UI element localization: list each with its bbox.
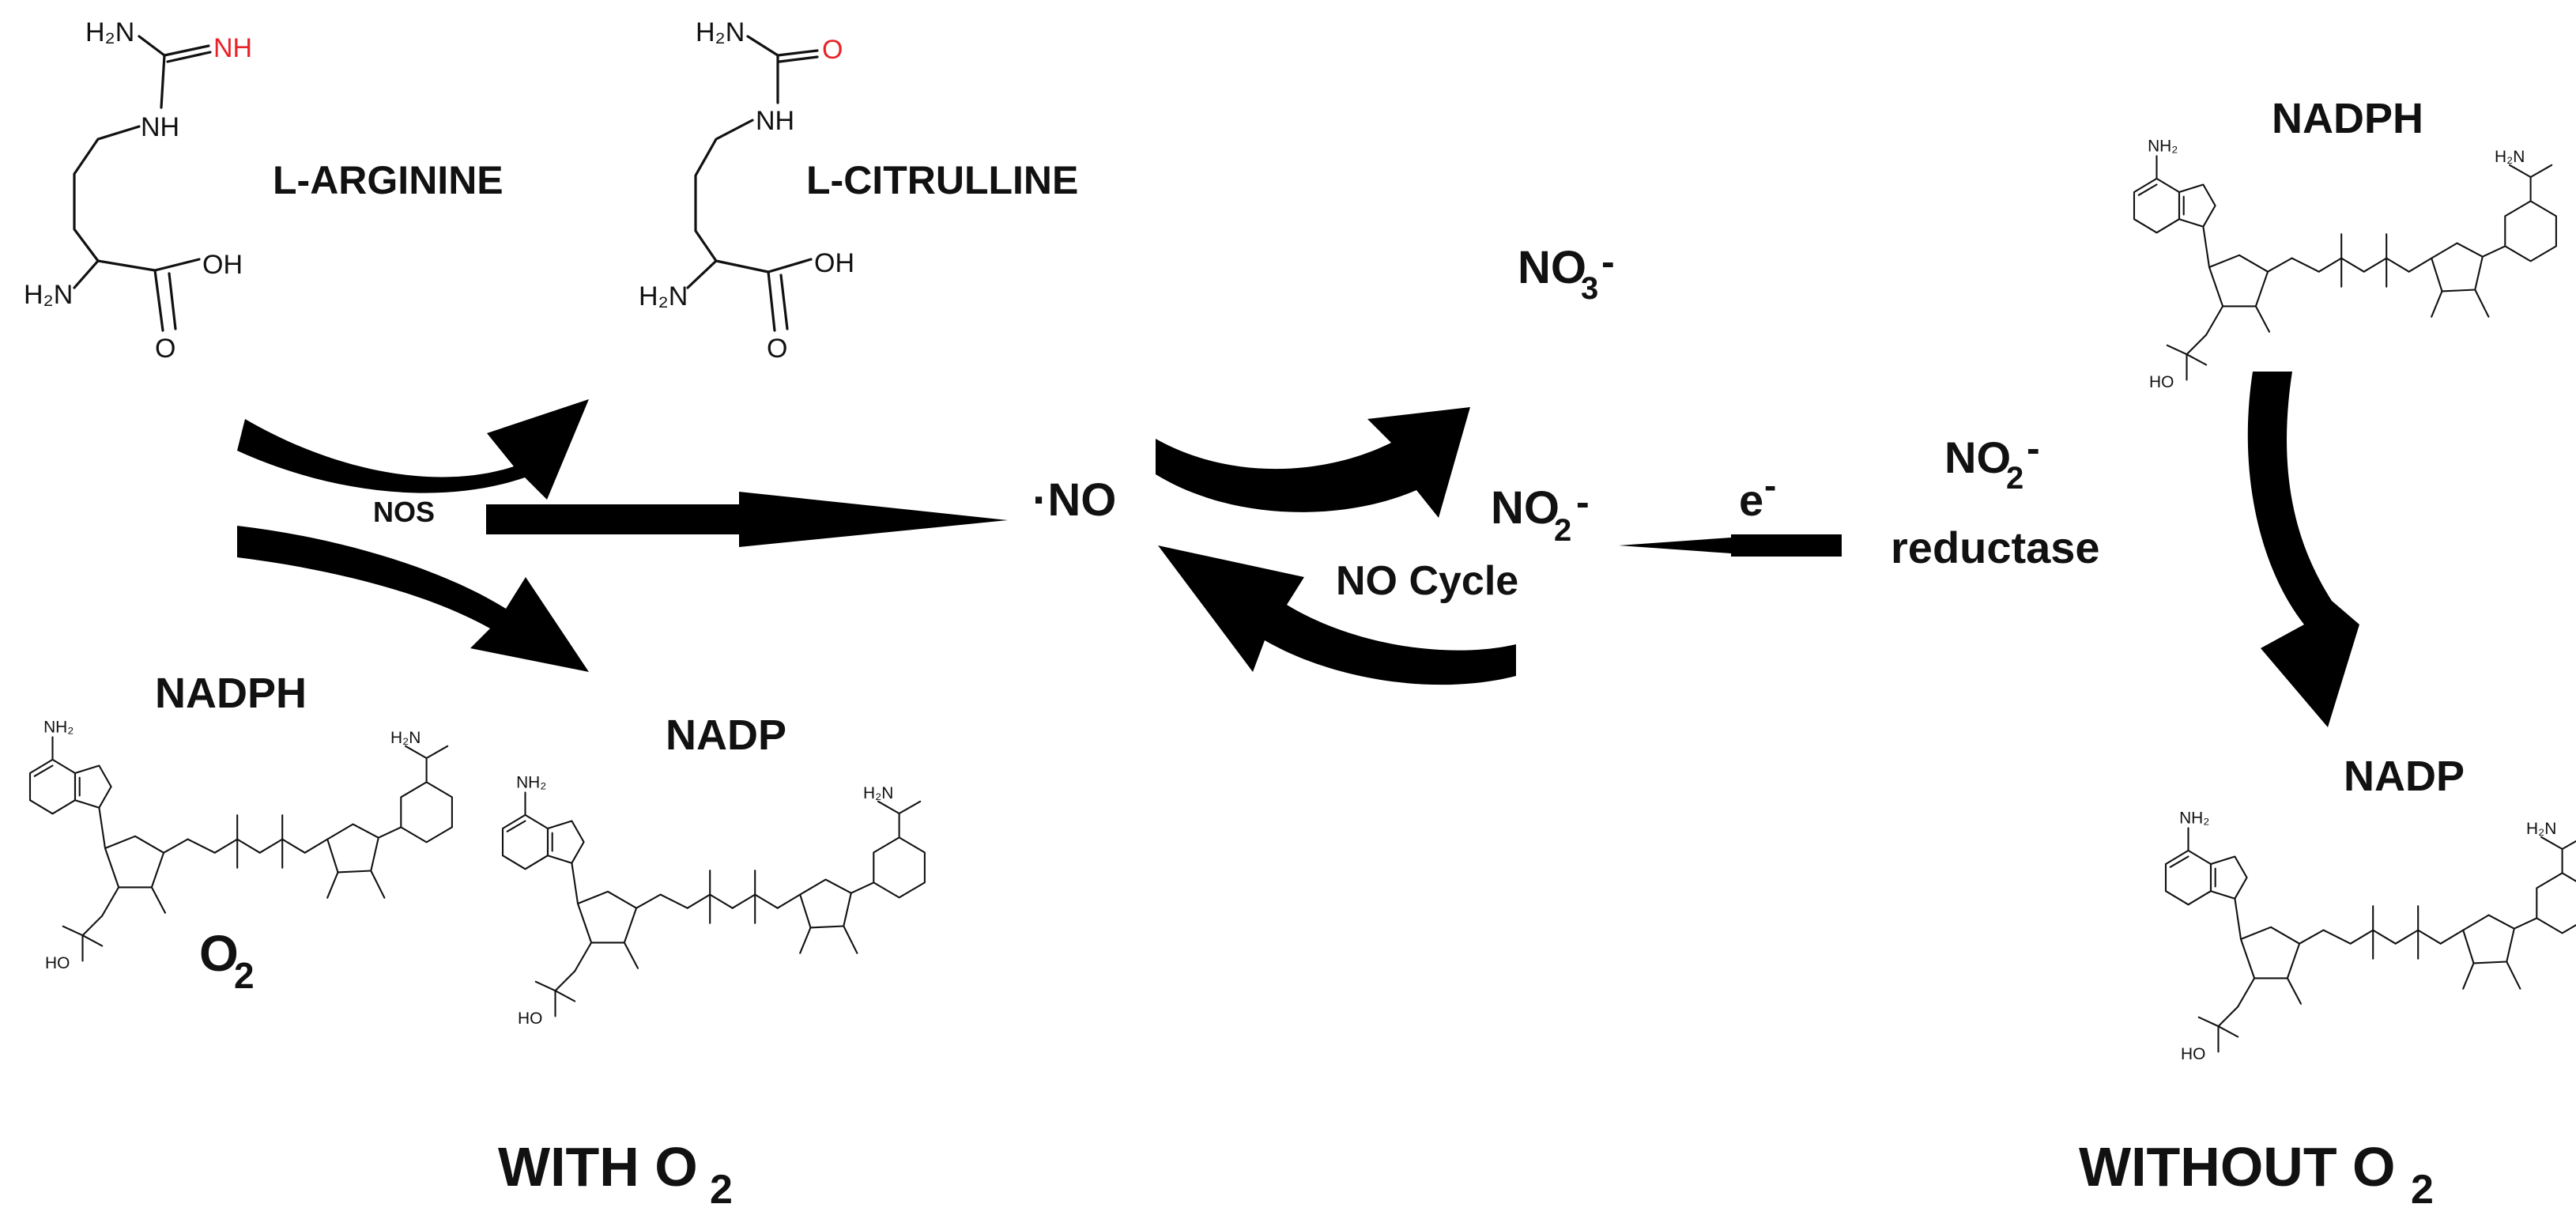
electron-arrow <box>1619 534 1842 557</box>
with-o2-subscript: 2 <box>710 1167 733 1213</box>
nadp-left-h2n: H₂N <box>863 784 893 802</box>
l-arginine-label: L-ARGININE <box>273 158 504 202</box>
citrulline-h2n: H₂N <box>696 17 745 47</box>
nitrite-reductase-no: NO <box>1944 432 2011 482</box>
oxygen-o: O <box>199 925 239 982</box>
nadp-left-structure: NH₂ HO H₂N <box>501 774 926 1028</box>
nadp-left-label: NADP <box>666 711 786 759</box>
arginine-nh: NH <box>141 112 179 142</box>
citrulline-nh: NH <box>756 106 794 136</box>
nadp-left-ho: HO <box>518 1010 542 1028</box>
nitrate-no: NO <box>1518 242 1586 293</box>
no-to-no2-arrow <box>1156 407 1470 518</box>
nadp-right: NADP NH₂ HO H₂N <box>2164 753 2576 1063</box>
nadp-right-ho: HO <box>2181 1045 2205 1063</box>
with-o2-caption: WITH O 2 <box>498 1136 733 1213</box>
nitrite-reductase-label: NO 2 - reductase <box>1891 426 2100 572</box>
nos-enzyme-label: NOS <box>373 496 435 528</box>
electron-charge: - <box>1764 465 1776 506</box>
arginine-h2n: H₂N <box>85 17 134 47</box>
nitrite-subscript: 2 <box>1554 513 1571 548</box>
nadph-right-ho: HO <box>2149 373 2174 391</box>
arginine-to-citrulline-arrow <box>237 399 589 500</box>
without-o2-subscript: 2 <box>2411 1167 2434 1213</box>
nitrate-charge: - <box>1601 240 1615 284</box>
nadph-right-h2n: H₂N <box>2495 148 2525 166</box>
nadph-left-h2n: H₂N <box>390 729 421 747</box>
electron-transfer: e - <box>1619 465 1842 557</box>
l-citrulline-label: L-CITRULLINE <box>806 158 1078 202</box>
l-arginine-structure: H₂N NH NH H₂N OH O L-ARGININE <box>24 17 504 364</box>
nadph-to-nadp-right-arrow <box>2247 372 2359 727</box>
nadph-right-structure: NH₂ HO H₂N <box>2133 138 2557 391</box>
nos-reaction-arrows: NOS <box>237 399 1008 672</box>
no-cycle-arrows: NO Cycle <box>1156 407 1518 685</box>
nadp-right-nh2: NH₂ <box>2179 810 2209 828</box>
arginine-o: O <box>155 334 175 364</box>
nitric-oxide-label: ·NO <box>1032 474 1116 526</box>
citrulline-oh: OH <box>814 248 854 278</box>
nadph-to-nadp-arrow <box>237 526 589 672</box>
nadph-left-structure: NH₂ HO H₂N <box>28 719 453 972</box>
citrulline-o2: O <box>767 334 787 364</box>
nadph-left-nh2: NH₂ <box>43 719 74 737</box>
nitrate-subscript: 3 <box>1581 271 1598 306</box>
l-citrulline-structure: H₂N O NH H₂N OH O L-CITRULLINE <box>639 17 1078 364</box>
citrulline-o: O <box>822 35 843 65</box>
nadph-right: NADPH NH₂ HO H₂N <box>2133 95 2557 391</box>
nadp-right-label: NADP <box>2344 753 2465 800</box>
nitrite-charge: - <box>1576 480 1590 524</box>
nitrite-label: NO 2 - <box>1491 480 1590 548</box>
nitrate-label: NO 3 - <box>1518 240 1615 306</box>
electron-e: e <box>1739 475 1763 525</box>
arginine-h2n-alpha: H₂N <box>24 280 73 310</box>
nadp-right-structure: NH₂ HO H₂N <box>2164 810 2576 1063</box>
without-o2-caption: WITHOUT O 2 <box>2079 1136 2434 1213</box>
nadph-left-label: NADPH <box>155 670 307 717</box>
nadph-right-nh2: NH₂ <box>2148 138 2178 156</box>
oxygen-label: O 2 <box>199 925 255 996</box>
arginine-nh-imine: NH <box>213 33 252 63</box>
arginine-oh: OH <box>202 250 243 280</box>
no-cycle-label: NO Cycle <box>1336 558 1518 604</box>
oxygen-subscript: 2 <box>234 955 255 996</box>
nadp-left-nh2: NH₂ <box>516 774 546 792</box>
nadph-left: NADPH NH₂ HO H₂N <box>28 670 453 972</box>
nadp-left: NADP NH₂ HO H₂N <box>501 711 926 1028</box>
nitrite-reductase-word: reductase <box>1891 523 2100 572</box>
no2-to-no-arrow <box>1158 545 1516 685</box>
citrulline-h2n-alpha: H₂N <box>639 281 688 311</box>
without-o2-text: WITHOUT O <box>2079 1136 2395 1198</box>
nitrite-reductase-charge: - <box>2027 426 2040 470</box>
nadp-right-h2n: H₂N <box>2526 820 2556 838</box>
with-o2-text: WITH O <box>498 1136 698 1198</box>
nadph-left-ho: HO <box>45 954 70 972</box>
nitrite-reductase-subscript: 2 <box>2006 461 2023 496</box>
nitrite-no: NO <box>1491 482 1560 534</box>
nadph-right-label: NADPH <box>2272 95 2423 142</box>
nos-to-no-arrow <box>486 492 1008 547</box>
